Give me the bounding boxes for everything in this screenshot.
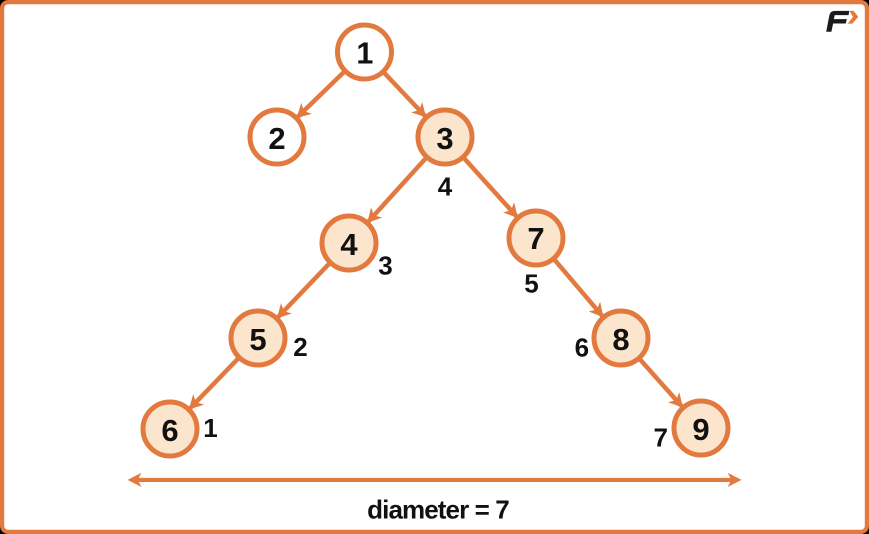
svg-text:6: 6: [575, 332, 589, 362]
svg-text:diameter = 7: diameter = 7: [367, 495, 509, 525]
svg-text:9: 9: [692, 412, 709, 447]
svg-text:7: 7: [527, 221, 544, 256]
svg-text:6: 6: [161, 413, 178, 448]
svg-text:1: 1: [356, 37, 373, 71]
svg-text:1: 1: [203, 413, 217, 443]
svg-text:4: 4: [438, 171, 453, 201]
svg-text:3: 3: [378, 251, 392, 281]
svg-text:3: 3: [436, 121, 453, 156]
svg-text:2: 2: [293, 332, 307, 362]
svg-text:5: 5: [249, 322, 266, 357]
svg-text:2: 2: [268, 121, 285, 156]
svg-text:4: 4: [340, 227, 358, 262]
svg-text:7: 7: [653, 422, 667, 452]
svg-text:8: 8: [612, 322, 629, 357]
svg-text:5: 5: [524, 268, 538, 298]
